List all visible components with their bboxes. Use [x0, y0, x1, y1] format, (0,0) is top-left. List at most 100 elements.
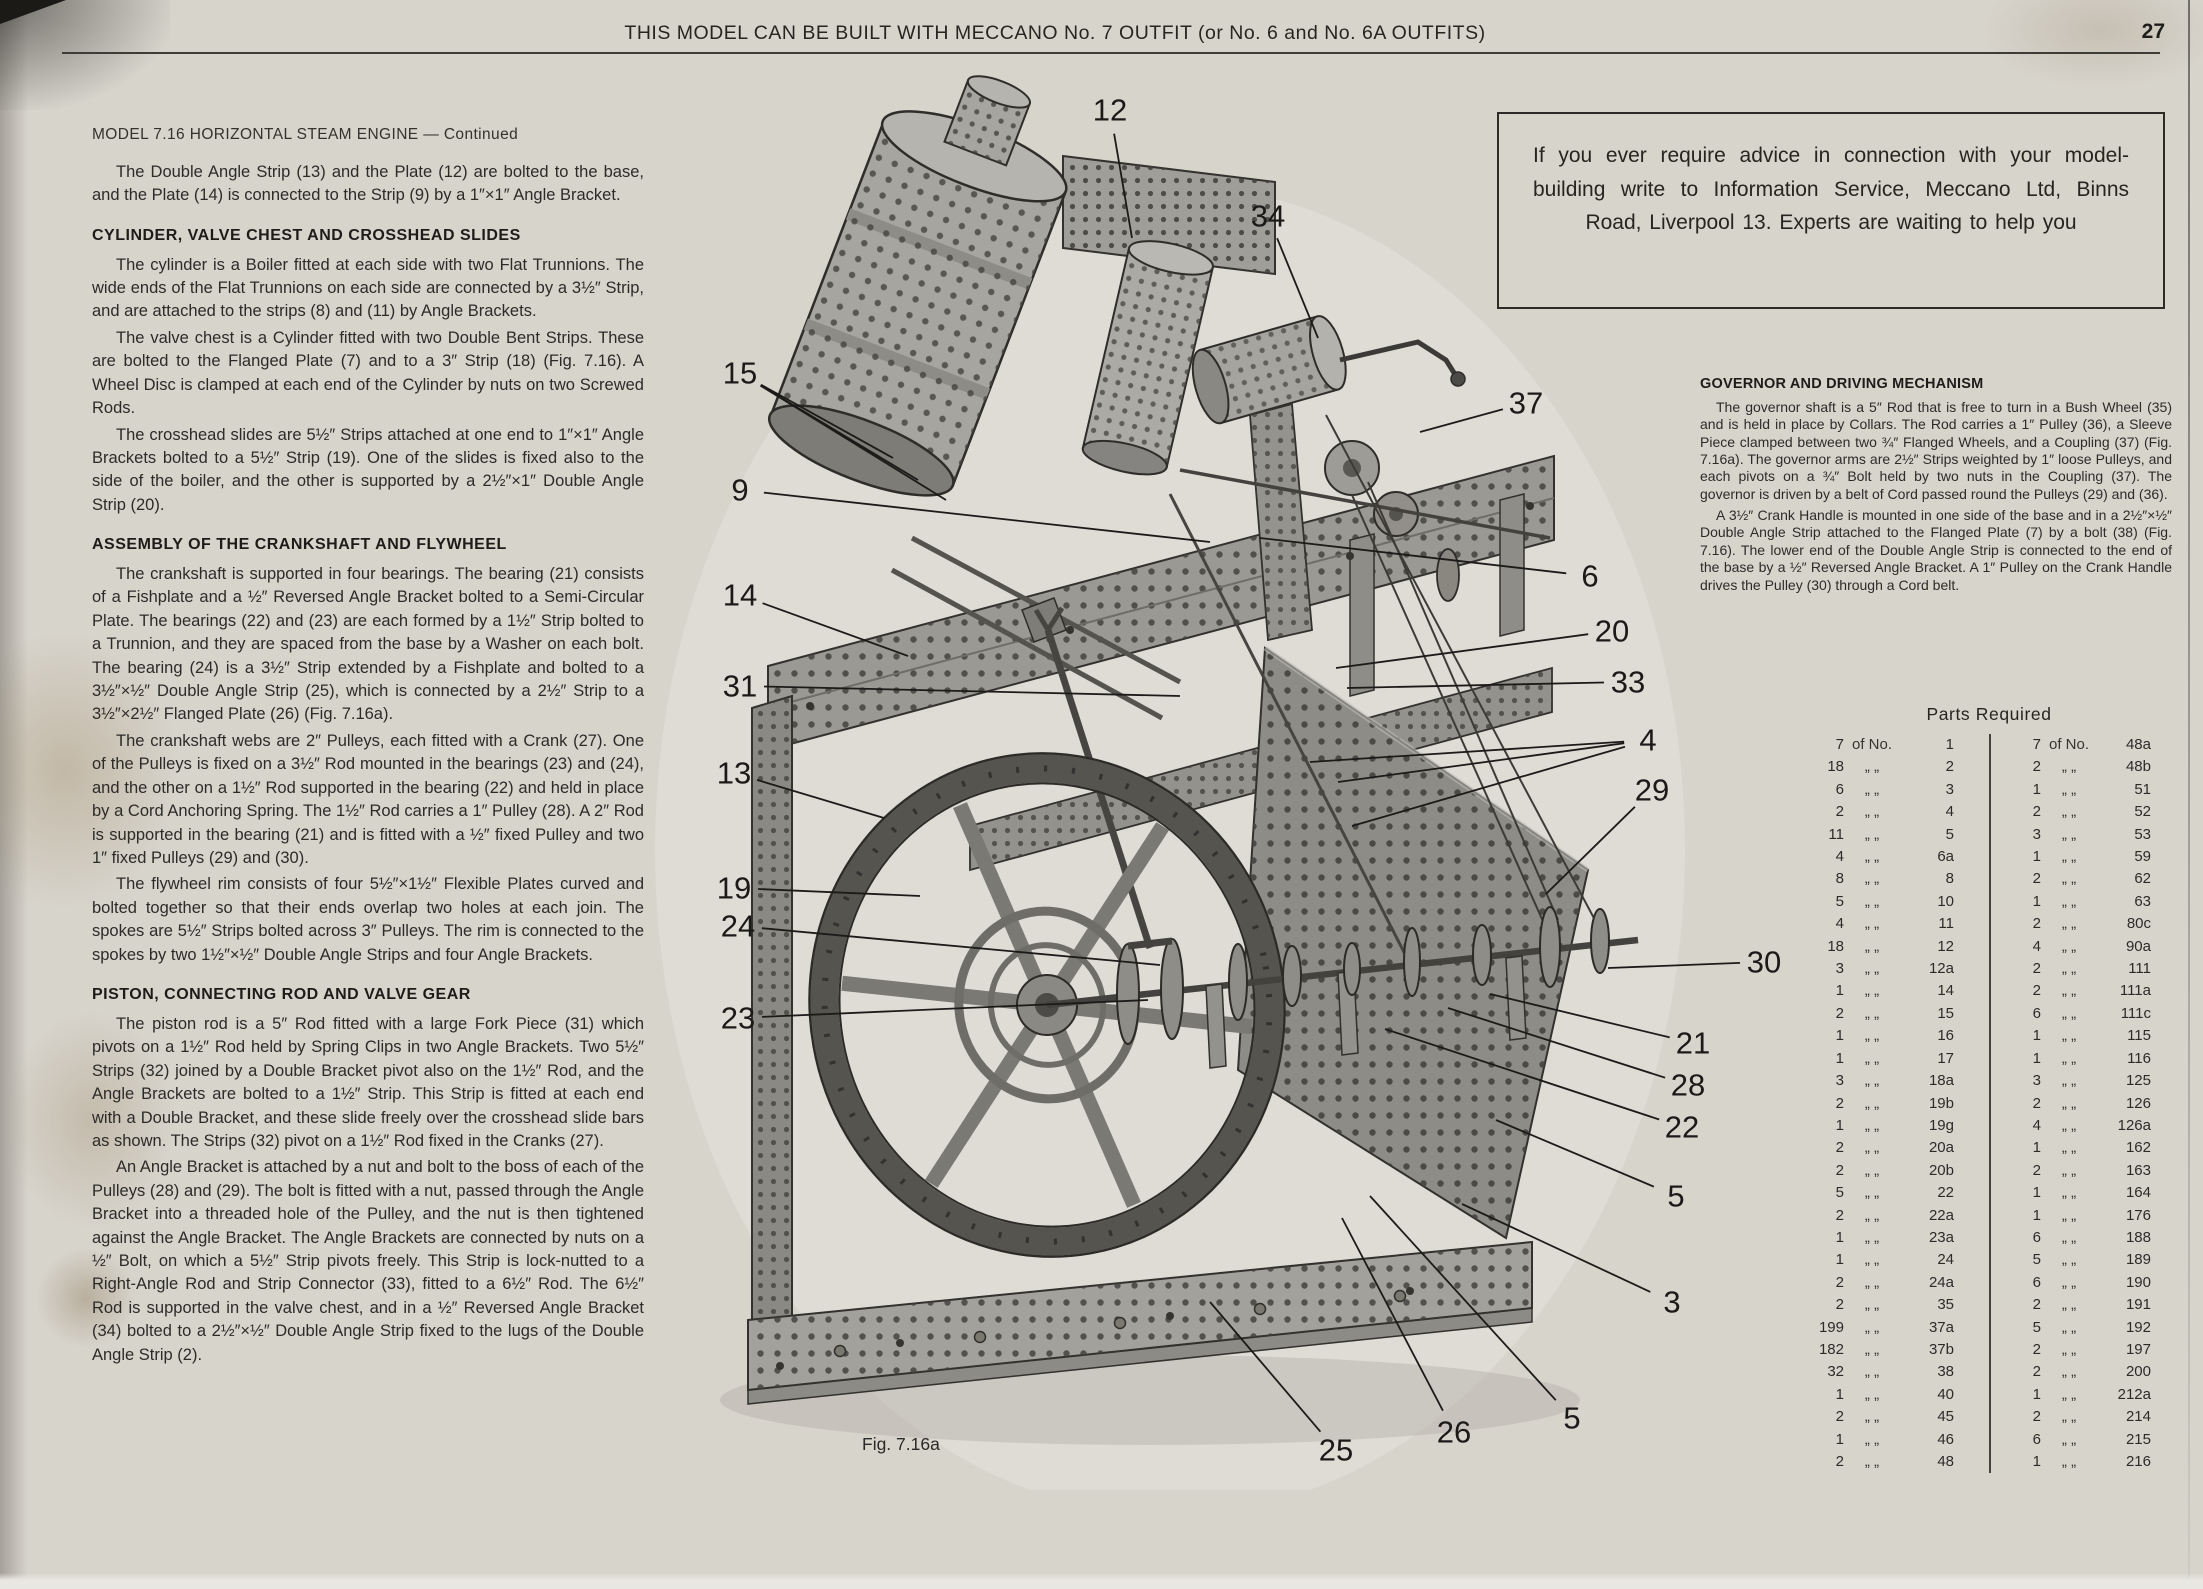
figure-callout: 20	[1595, 614, 1629, 649]
parts-ditto: „ „	[2061, 803, 2077, 821]
parts-row: 4„ „11	[1806, 913, 1979, 935]
parts-qty: 2	[2032, 960, 2041, 978]
leader-line	[1113, 133, 1133, 239]
parts-ditto: „ „	[2061, 1251, 2077, 1269]
parts-ditto: „ „	[1864, 848, 1880, 866]
parts-row: 1„ „164	[2003, 1182, 2172, 1204]
parts-row: 1„ „63	[2003, 891, 2172, 913]
leader-line	[763, 685, 1181, 697]
parts-number: 111a	[2119, 982, 2151, 1000]
parts-number: 200	[2125, 1363, 2151, 1381]
leader-line	[759, 384, 947, 501]
parts-row: 2„ „111	[2003, 958, 2172, 980]
parts-row: 6„ „3	[1806, 779, 1979, 801]
leader-line	[1335, 633, 1589, 669]
parts-qty: 5	[1835, 1184, 1844, 1202]
parts-number: 90a	[2125, 937, 2151, 955]
parts-row: 1„ „23a	[1806, 1227, 1979, 1249]
figure-callout: 21	[1676, 1026, 1710, 1061]
figure-callout: 15	[723, 356, 757, 391]
figure-callout: 31	[723, 669, 757, 704]
parts-qty: 2	[1835, 1161, 1844, 1179]
parts-ditto: „ „	[1864, 870, 1880, 888]
parts-ditto: „ „	[2061, 1049, 2077, 1067]
parts-row: 1„ „46	[1806, 1429, 1979, 1451]
parts-ditto: „ „	[2061, 1363, 2077, 1381]
parts-ditto: „ „	[1864, 803, 1880, 821]
parts-ditto: „ „	[2061, 1116, 2077, 1134]
leader-line	[756, 779, 885, 819]
valve-chest	[1081, 240, 1215, 476]
parts-row: 6„ „215	[2003, 1429, 2172, 1451]
parts-ditto: „ „	[1864, 1318, 1880, 1336]
figure-callout: 30	[1747, 945, 1781, 980]
model-title: MODEL 7.16 HORIZONTAL STEAM ENGINE — Con…	[92, 126, 519, 143]
parts-row: 2„ „111a	[2003, 980, 2172, 1002]
leader-line	[1309, 740, 1625, 763]
header-rule	[62, 52, 2160, 54]
parts-number: 12a	[1928, 960, 1954, 978]
parts-ditto: „ „	[2061, 1027, 2077, 1045]
parts-ditto: „ „	[1864, 1094, 1880, 1112]
parts-number: 37b	[1928, 1340, 1954, 1358]
figure-callout: 22	[1665, 1110, 1699, 1145]
parts-row: 5„ „189	[2003, 1249, 2172, 1271]
leader-line	[763, 491, 1211, 543]
parts-qty: 1	[1835, 1228, 1844, 1246]
leader-line	[1369, 1195, 1557, 1401]
parts-ditto: „ „	[2061, 1228, 2077, 1246]
leader-line	[1209, 1301, 1322, 1433]
parts-qty: 1	[2032, 848, 2041, 866]
parts-qty: 1	[1835, 1430, 1844, 1448]
section-heading: CYLINDER, VALVE CHEST AND CROSSHEAD SLID…	[92, 226, 521, 244]
leader-line	[1259, 537, 1567, 575]
parts-number: 4	[1945, 803, 1954, 821]
parts-number: 20b	[1928, 1161, 1954, 1179]
leader-line	[1495, 1119, 1655, 1188]
parts-qty: 1	[2032, 1385, 2041, 1403]
parts-qty: 6	[2032, 1228, 2041, 1246]
parts-row: 1„ „176	[2003, 1205, 2172, 1227]
parts-qty: 1	[1835, 1116, 1844, 1134]
parts-number: 16	[1937, 1027, 1954, 1045]
parts-number: 164	[2125, 1184, 2151, 1202]
parts-qty: 1	[1835, 982, 1844, 1000]
parts-number: 1	[1945, 736, 1954, 753]
parts-row: 2„ „35	[1806, 1294, 1979, 1316]
parts-row: 1„ „115	[2003, 1025, 2172, 1047]
leader-line	[1461, 1203, 1651, 1293]
parts-row: 6„ „188	[2003, 1227, 2172, 1249]
parts-ditto: „ „	[1864, 1004, 1880, 1022]
parts-row: 2„ „214	[2003, 1406, 2172, 1428]
parts-row: 11„ „5	[1806, 824, 1979, 846]
parts-qty: 6	[2032, 1004, 2041, 1022]
figure-callout: 14	[723, 578, 757, 613]
parts-number: 126a	[2117, 1116, 2151, 1134]
parts-row: 2 „ „ 20a	[1806, 1137, 1979, 1159]
parts-qty: 7	[1835, 736, 1844, 753]
parts-ditto: „ „	[1864, 1139, 1880, 1157]
parts-row: 1„ „14	[1806, 980, 1979, 1002]
parts-qty: 5	[2032, 1251, 2041, 1269]
parts-number: 20a	[1928, 1139, 1954, 1157]
figure-callout: 29	[1635, 773, 1669, 808]
parts-number: 19b	[1928, 1094, 1954, 1112]
parts-qty: 1	[2032, 892, 2041, 910]
parts-ditto: „ „	[2061, 1296, 2077, 1314]
leader-line	[757, 888, 921, 897]
parts-number: 11	[1938, 915, 1954, 933]
parts-number: 48b	[2125, 758, 2151, 776]
parts-row: 8„ „8	[1806, 868, 1979, 890]
advice-box: If you ever require advice in connection…	[1497, 112, 2165, 309]
page-edge-bottom	[0, 1573, 2203, 1589]
parts-row: 182„ „37b	[1806, 1339, 1979, 1361]
parts-row: 3„ „125	[2003, 1070, 2172, 1092]
parts-ditto: „ „	[2061, 870, 2077, 888]
parts-qty: 199	[1818, 1318, 1844, 1336]
parts-qty: 2	[2032, 1408, 2041, 1426]
parts-ditto: „ „	[1864, 1385, 1880, 1403]
parts-number: 22a	[1928, 1206, 1954, 1224]
parts-qty: 3	[1835, 1072, 1844, 1090]
parts-qty: 2	[1835, 1139, 1844, 1157]
parts-row: 2„ „4	[1806, 801, 1979, 823]
